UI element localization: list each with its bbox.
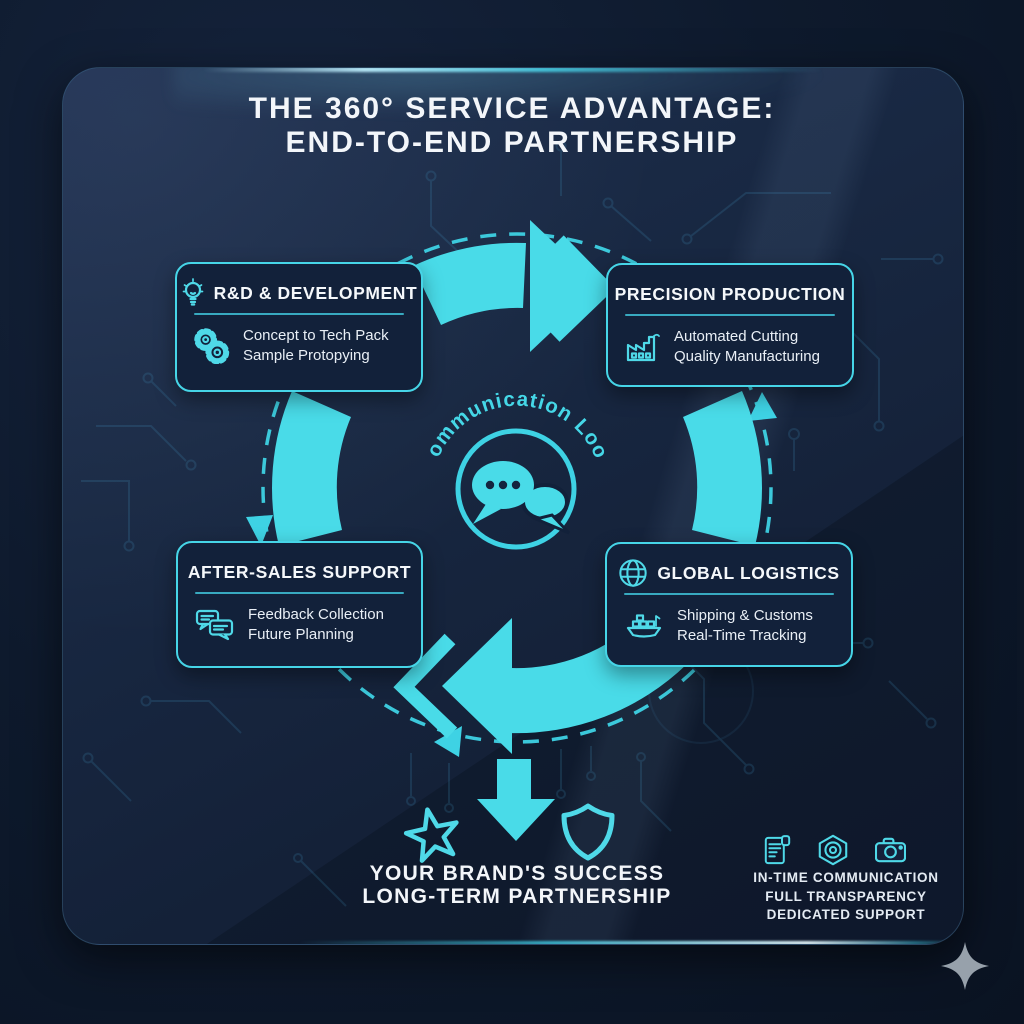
star-icon (403, 807, 459, 863)
bottom-flow-arrowhead-icon (442, 618, 512, 754)
box-rnd-divider (194, 313, 404, 315)
top-flow-arrowhead-icon (530, 220, 600, 352)
page-title-line-1: THE 360° SERVICE ADVANTAGE: (248, 92, 776, 125)
communication-hub-ring (455, 428, 577, 550)
box-precision-production: PRECISION PRODUCTION Automated Cutting Q… (606, 263, 854, 387)
lightbulb-icon (182, 278, 204, 306)
badge-icon (818, 834, 848, 866)
box-production-line-1: Automated Cutting (674, 328, 799, 345)
benefit-line-1: IN-TIME COMMUNICATION (753, 870, 939, 885)
top-flow-arrow-band (413, 242, 526, 325)
cargo-ship-icon (626, 613, 662, 638)
shield-icon (561, 803, 615, 861)
down-arrow-icon (477, 759, 555, 841)
right-flow-band (683, 391, 762, 546)
box-production-divider (625, 314, 835, 316)
benefit-line-2: FULL TRANSPARENCY (765, 888, 927, 904)
outcome-line-1: YOUR BRAND'S SUCCESS (369, 862, 665, 885)
box-rnd-line-1: Concept to Tech Pack (243, 327, 389, 344)
feedback-chat-icon (195, 609, 234, 641)
box-rnd-development: R&D & DEVELOPMENT Concept to Tech Pack S… (175, 262, 423, 392)
chat-bubbles-icon (472, 461, 571, 535)
bottom-edge-glow (298, 941, 963, 944)
benefit-text: IN-TIME COMMUNICATION FULL TRANSPARENCY … (700, 869, 992, 925)
dashed-arrowhead-left-icon (434, 726, 462, 757)
dashed-loop-arrowheads (246, 392, 777, 757)
globe-icon (619, 559, 648, 587)
box-rnd-title: R&D & DEVELOPMENT (213, 282, 418, 303)
dashed-arrowhead-up-icon (748, 392, 777, 421)
dashed-arrowhead-down-icon (246, 515, 273, 546)
box-after-sales-support: AFTER-SALES SUPPORT Feedback Collection (176, 541, 423, 668)
communication-loop-curved-label: Communication Loop (0, 0, 613, 463)
sparkle-icon (941, 942, 989, 990)
camera-icon (875, 837, 906, 863)
outcome-line-2: LONG-TERM PARTNERSHIP (362, 885, 672, 908)
box-aftersales-divider (195, 592, 404, 594)
box-aftersales-line-1: Feedback Collection (248, 606, 384, 623)
top-arrow-chevron-icon (548, 235, 616, 342)
box-aftersales-title: AFTER-SALES SUPPORT (187, 561, 412, 582)
page-title-line-2: END-TO-END PARTNERSHIP (285, 126, 739, 159)
box-production-line-2: Quality Manufacturing (674, 347, 820, 365)
box-logistics-line-2: Real-Time Tracking (677, 626, 807, 644)
top-edge-halo (173, 68, 833, 110)
box-logistics-title: GLOBAL LOGISTICS (657, 562, 840, 583)
page-title: THE 360° SERVICE ADVANTAGE: END-TO-END P… (62, 92, 962, 160)
outcome-text: YOUR BRAND'S SUCCESS LONG-TERM PARTNERSH… (317, 862, 717, 908)
top-edge-glow (203, 68, 823, 72)
bottom-arrow-chevron-icon (393, 633, 458, 739)
dashed-loop-circle (261, 232, 773, 744)
box-logistics-divider (624, 593, 834, 595)
benefit-icons-row (764, 831, 964, 869)
benefit-line-3: DEDICATED SUPPORT (766, 907, 926, 922)
factory-icon (626, 333, 660, 361)
box-aftersales-line-2: Future Planning (248, 625, 354, 643)
box-global-logistics: GLOBAL LOGISTICS Shipping & Customs Real… (605, 542, 853, 667)
gears-icon (194, 327, 230, 364)
box-rnd-line-2: Sample Protopying (243, 346, 370, 364)
document-icon (764, 834, 791, 864)
left-flow-band (272, 391, 351, 546)
box-production-title: PRECISION PRODUCTION (614, 283, 846, 304)
box-logistics-line-1: Shipping & Customs (677, 607, 813, 624)
